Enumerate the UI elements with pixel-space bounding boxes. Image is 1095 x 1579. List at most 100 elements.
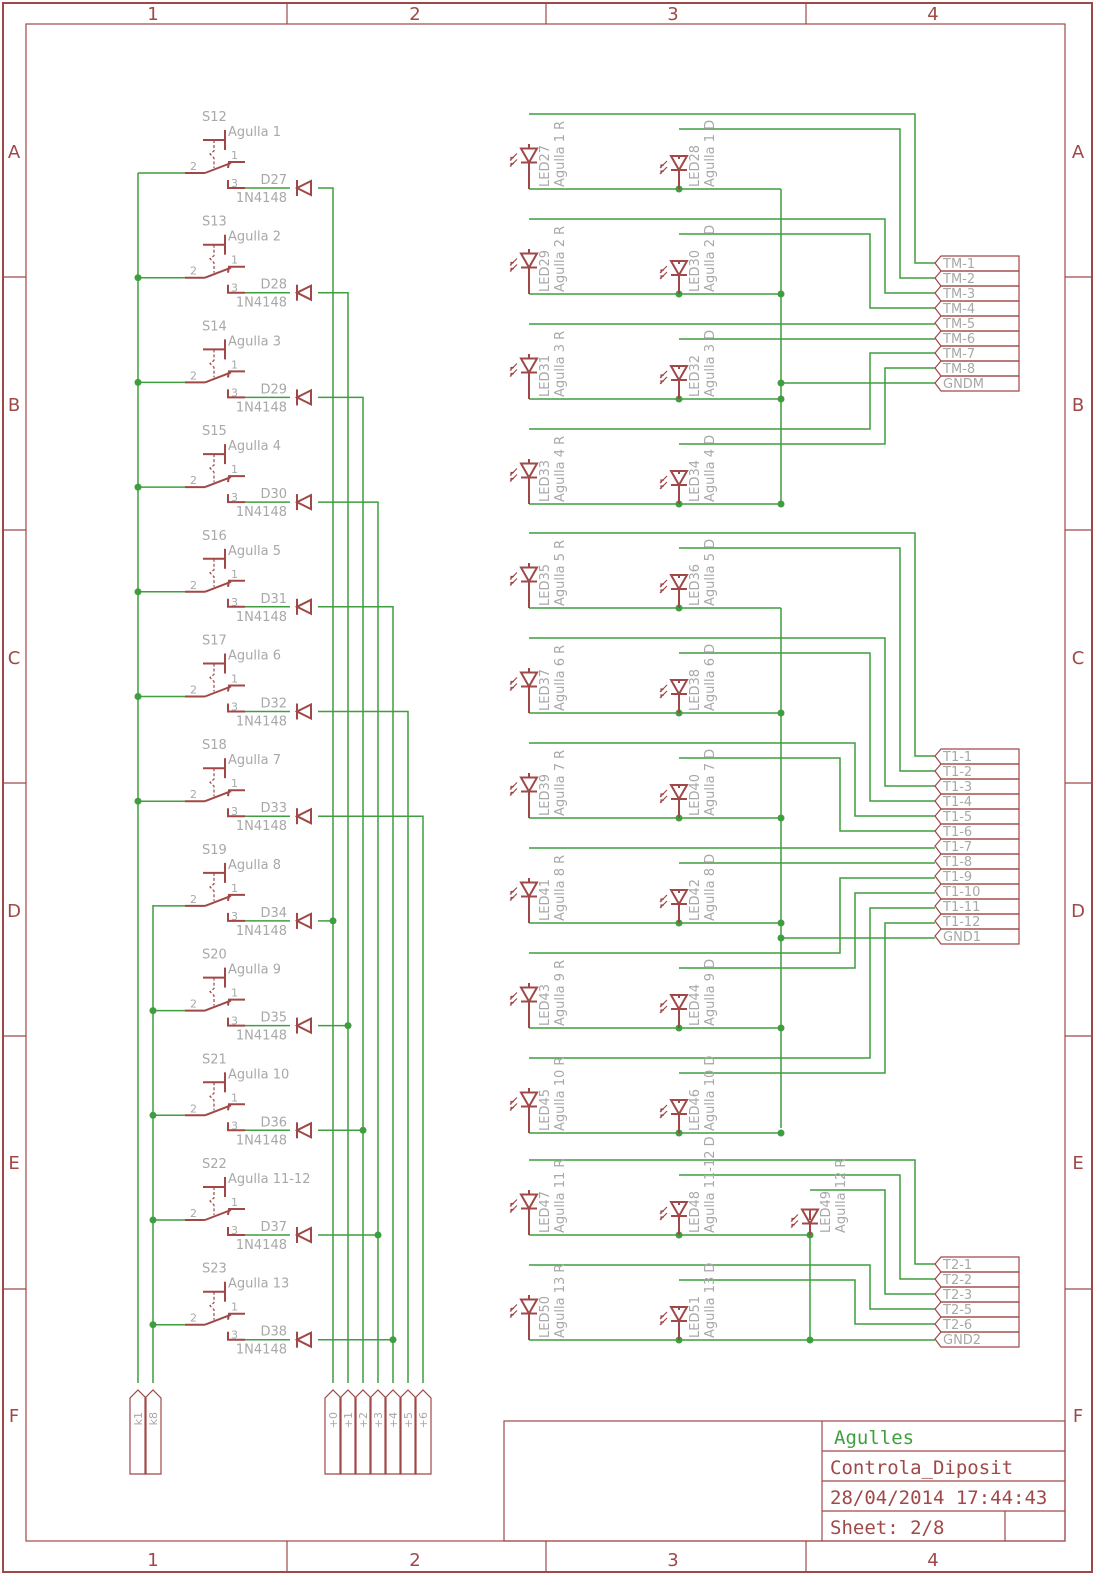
connector-pin-GND1: GND1: [934, 928, 1020, 945]
pin-number: 3: [231, 1015, 238, 1028]
led-ref: LED42: [688, 879, 703, 921]
led-value: Agulla 1 R: [553, 121, 568, 187]
switch-value: Agulla 2: [228, 230, 281, 245]
switch-ref: S21: [202, 1052, 227, 1067]
pin-number: 2: [190, 369, 197, 382]
connector-pin-label: +5: [402, 1412, 415, 1428]
connector-pin-TM-3: TM-3: [934, 285, 1020, 302]
drawing-name: Controla_Diposit: [830, 1457, 1013, 1479]
project-name: Agulles: [834, 1427, 914, 1449]
diode-ref: D38: [260, 1325, 287, 1340]
zone-column-label: 1: [147, 4, 158, 25]
led-ref: LED35: [538, 564, 553, 606]
wire-T1-5: [529, 742, 935, 817]
pin-number: 1: [231, 777, 238, 790]
switch-value: Agulla 7: [228, 753, 281, 768]
led-ref: LED51: [688, 1296, 703, 1338]
wire-TM-2: [679, 128, 935, 279]
diode-part: 1N4148: [236, 505, 287, 520]
diode-part: 1N4148: [236, 1029, 287, 1044]
led-ref: LED39: [538, 774, 553, 816]
connector-pin-label: TM-5: [942, 317, 975, 332]
led-ref: LED32: [688, 355, 703, 397]
connector-pin-T2-3: T2-3: [934, 1286, 1020, 1303]
switch-ref: S17: [202, 634, 227, 649]
led-value: Agulla 4 R: [553, 436, 568, 502]
connector-pin-k1: k1: [129, 1389, 147, 1475]
pin-number: 3: [231, 910, 238, 923]
led-value: Agulla 10 R: [553, 1057, 568, 1131]
connector-pin-TM-1: TM-1: [934, 255, 1020, 272]
connector-pin-TM-7: TM-7: [934, 345, 1020, 362]
row-bus-wire: [318, 710, 409, 1383]
led-value: Agulla 13 D: [703, 1263, 718, 1338]
junction-dot: [359, 1126, 367, 1134]
diode-ref: D35: [260, 1011, 287, 1026]
connector-pin-label: +3: [372, 1412, 385, 1428]
connector-pin-label: T2-6: [942, 1318, 972, 1333]
led-ref: LED29: [538, 250, 553, 292]
connector-pin-label: T1-5: [942, 810, 972, 825]
pin-number: 2: [190, 579, 197, 592]
wires: [134, 113, 935, 1383]
led-value: Agulla 10 D: [703, 1056, 718, 1131]
connector-pin-label: k8: [147, 1412, 160, 1425]
diode-part: 1N4148: [236, 1133, 287, 1148]
switch-value: Agulla 11-12: [228, 1172, 310, 1187]
wire-T1-2: [679, 547, 935, 772]
connector-pin-label: TM-1: [942, 257, 975, 272]
led-value: Agulla 1 D: [703, 120, 718, 187]
connector-pin-T2-1: T2-1: [934, 1256, 1020, 1273]
diode-ref: D33: [260, 801, 287, 816]
pin-number: 2: [190, 893, 197, 906]
wire-T1-12: [679, 922, 935, 1074]
connector-pin-label: T1-9: [942, 870, 972, 885]
pin-number: 3: [231, 177, 238, 190]
diode-part: 1N4148: [236, 400, 287, 415]
pin-number: 3: [231, 596, 238, 609]
row-bus-wire: [318, 291, 349, 1383]
led-value: Agulla 12 R: [834, 1159, 849, 1233]
connector-pin-label: TM-8: [942, 362, 975, 377]
zone-row-label: B: [8, 395, 20, 416]
connector-pin-T2-2: T2-2: [934, 1271, 1020, 1288]
connector-pin-label: T1-12: [942, 915, 980, 930]
diode-part: 1N4148: [236, 191, 287, 206]
title-block: Agulles Controla_Diposit 28/04/2014 17:4…: [503, 1420, 1066, 1542]
pin-number: 2: [190, 265, 197, 278]
led-ref: LED49: [819, 1191, 834, 1233]
switch-ref: S15: [202, 424, 227, 439]
junction-dot: [389, 1336, 397, 1344]
diode-part: 1N4148: [236, 1238, 287, 1253]
connector-pin-label: T1-6: [942, 825, 972, 840]
connector-pin-+6: +6: [414, 1389, 432, 1475]
connector-pin-T1-5: T1-5: [934, 808, 1020, 825]
pin-number: 2: [190, 998, 197, 1011]
connector-pin-label: +2: [357, 1412, 370, 1428]
switch-value: Agulla 5: [228, 544, 281, 559]
row-bus-wire: [318, 501, 379, 1383]
diode-part: 1N4148: [236, 715, 287, 730]
switch-ref: S14: [202, 319, 227, 334]
led-ref: LED43: [538, 984, 553, 1026]
led-value: Agulla 2 R: [553, 226, 568, 292]
